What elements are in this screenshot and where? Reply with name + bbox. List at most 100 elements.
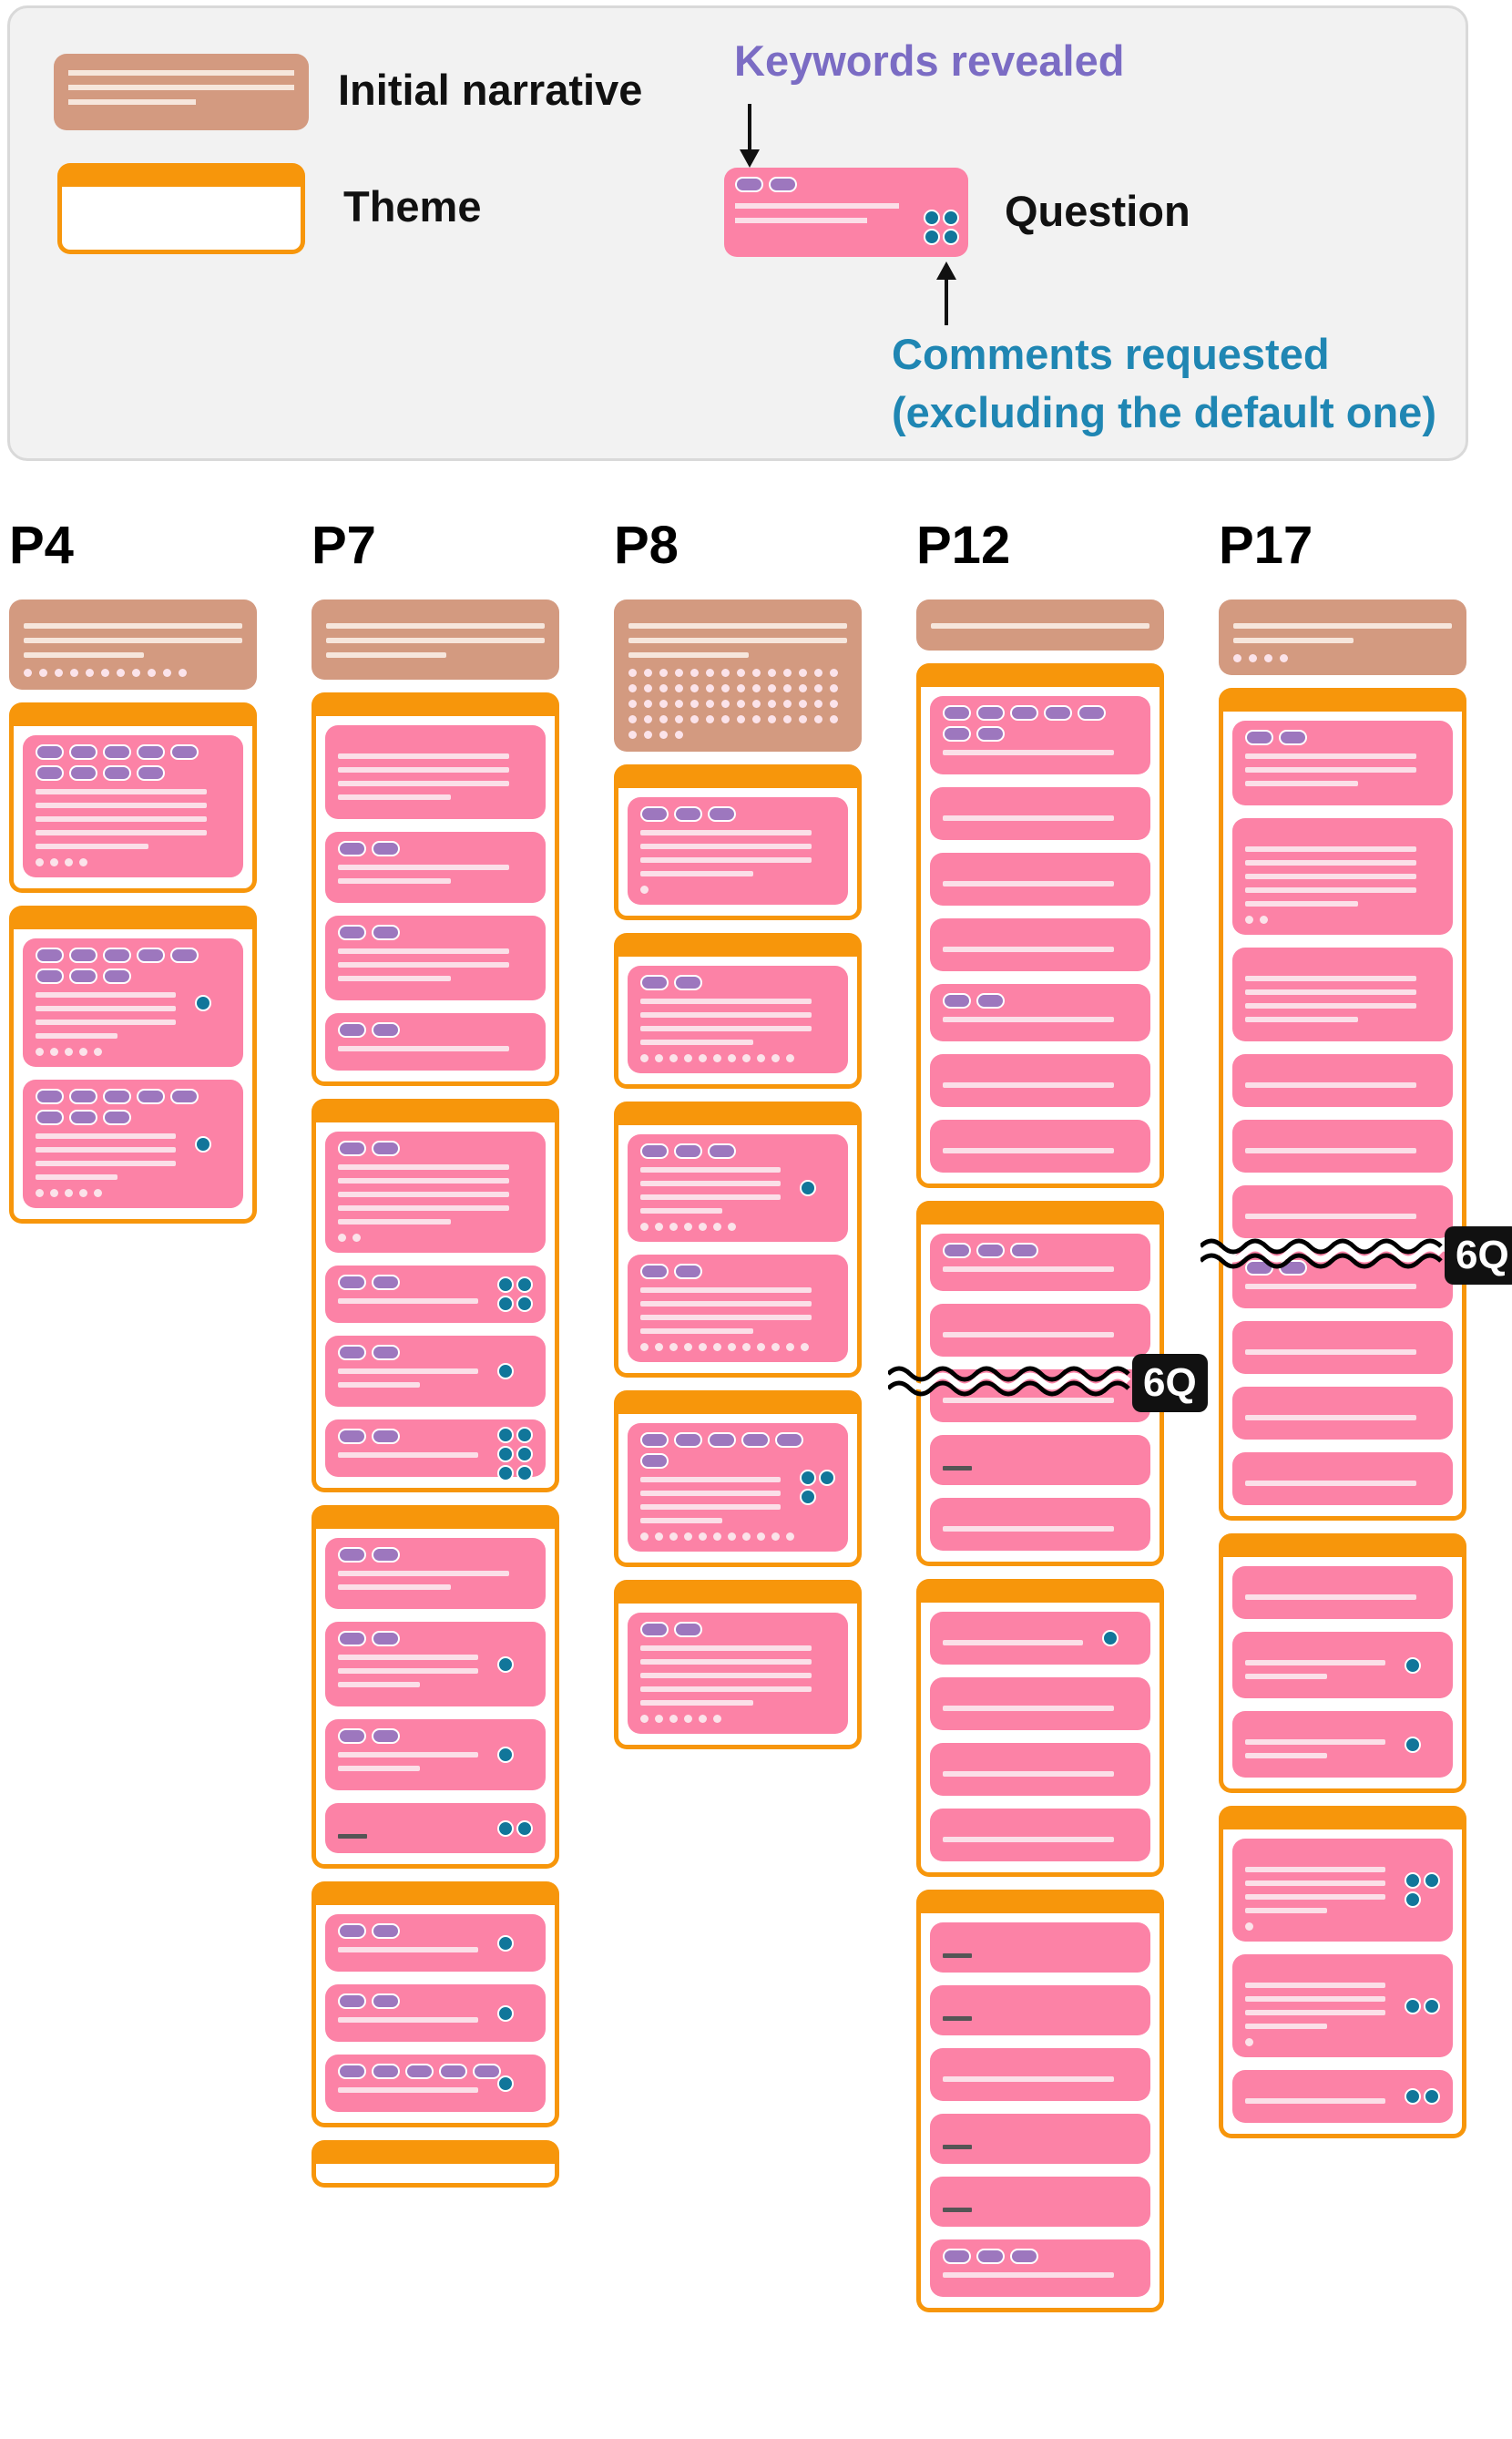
question-card — [325, 1622, 546, 1706]
theme-box — [312, 1881, 559, 2127]
question-comment-dots — [640, 1532, 835, 1541]
comment-dot — [1245, 916, 1253, 924]
keyword-pill — [372, 2064, 400, 2079]
narrative-line — [1233, 623, 1452, 629]
comment-dot — [684, 1054, 692, 1062]
comment-request-dot — [819, 1470, 835, 1486]
comment-dot — [728, 1343, 736, 1351]
narrative-dot — [814, 700, 822, 708]
keyword-pill — [338, 1022, 366, 1038]
keyword-pill — [69, 1089, 97, 1104]
narrative-dot — [737, 715, 745, 723]
legend-keywords-label: Keywords revealed — [734, 36, 1125, 85]
question-text-line — [36, 1033, 117, 1039]
comment-dot — [65, 1048, 73, 1056]
question-card — [930, 853, 1150, 906]
column-header-p12: P12 — [916, 516, 1011, 575]
question-text-line — [943, 1837, 1115, 1842]
question-text-line — [338, 1219, 452, 1225]
keyword-pill — [338, 1631, 366, 1646]
question-text-line — [943, 947, 1115, 952]
question-card — [628, 1134, 848, 1242]
question-text-line — [640, 1518, 722, 1523]
question-card — [930, 1054, 1150, 1107]
narrative-dot — [644, 669, 652, 677]
legend-theme-label: Theme — [343, 182, 482, 231]
question-text-line — [1245, 1284, 1417, 1289]
narrative-dot — [628, 731, 637, 739]
narrative-dot — [752, 700, 761, 708]
break-count-badge: 6Q — [1445, 1226, 1512, 1285]
question-card — [325, 1266, 546, 1323]
narrative-dot — [148, 669, 156, 677]
question-text-line — [1245, 1739, 1386, 1745]
keyword-pill — [137, 1089, 165, 1104]
keyword-pill — [405, 2064, 434, 2079]
initial-narrative — [9, 600, 257, 690]
question-text-line — [640, 1315, 812, 1320]
question-text-line — [36, 1147, 177, 1153]
narrative-dot — [70, 669, 78, 677]
question-card — [930, 1498, 1150, 1551]
keyword-pill — [741, 1432, 770, 1448]
comment-dot — [94, 1189, 102, 1197]
question-card — [1232, 1185, 1453, 1238]
question-text-line — [1245, 1880, 1386, 1886]
break-marker-p12: 6Q — [885, 1354, 1208, 1412]
narrative-dot — [721, 715, 730, 723]
theme-box — [312, 692, 559, 1086]
keyword-pill — [103, 948, 131, 963]
narrative-dot — [830, 669, 838, 677]
question-text-line — [943, 750, 1115, 755]
keyword-pill — [943, 1243, 971, 1258]
question-text-line — [1245, 2024, 1327, 2029]
comment-dot — [640, 1223, 649, 1231]
question-card — [325, 916, 546, 1000]
comment-request-dot — [516, 1427, 533, 1443]
comment-request-dot — [497, 1427, 514, 1443]
question-text-line — [1245, 2010, 1386, 2015]
comment-dot — [338, 1234, 346, 1242]
comment-request-dot — [497, 1276, 514, 1293]
question-text-line — [338, 1368, 479, 1374]
question-text-line — [36, 830, 208, 835]
question-card — [1232, 1839, 1453, 1942]
question-text-line — [36, 844, 149, 849]
narrative-dot — [675, 731, 683, 739]
keyword-pill — [372, 1022, 400, 1038]
narrative-dot — [721, 669, 730, 677]
comment-dot — [36, 858, 44, 866]
comment-dot — [684, 1715, 692, 1723]
keyword-pill — [36, 744, 64, 760]
narrative-dot — [690, 700, 699, 708]
narrative-line — [326, 638, 545, 643]
keyword-pill — [36, 1089, 64, 1104]
question-card — [628, 1423, 848, 1552]
keyword-pill — [338, 925, 366, 940]
question-card — [1232, 948, 1453, 1041]
comment-request-dot — [497, 1363, 514, 1379]
keyword-pill — [473, 2064, 501, 2079]
question-text-line — [36, 1133, 177, 1139]
question-text-line — [338, 1752, 479, 1758]
break-count-badge: 6Q — [1132, 1354, 1208, 1412]
narrative-dot — [752, 715, 761, 723]
column-header-p7: P7 — [312, 516, 376, 575]
initial-narrative — [614, 600, 862, 752]
question-card — [930, 2048, 1150, 2101]
comment-dot — [79, 1048, 87, 1056]
question-text-line — [1245, 887, 1417, 893]
comment-dot — [36, 1189, 44, 1197]
narrative-dot — [706, 684, 714, 692]
question-comment-dots — [640, 886, 835, 894]
comment-request-dot — [800, 1180, 816, 1196]
comment-request-group — [497, 1934, 533, 1952]
keyword-pill — [338, 1345, 366, 1360]
narrative-line — [326, 623, 545, 629]
question-card — [930, 787, 1150, 840]
comment-dot — [655, 1054, 663, 1062]
legend-question-label: Question — [1005, 187, 1190, 235]
keyword-pill — [338, 1275, 366, 1290]
question-text-line — [640, 857, 812, 863]
narrative-dot — [628, 669, 637, 677]
